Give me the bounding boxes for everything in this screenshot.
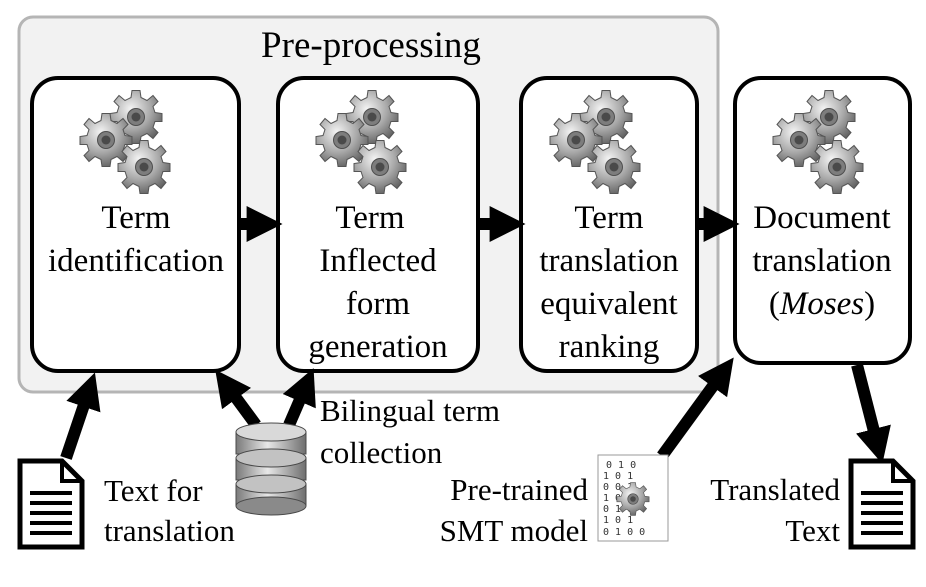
- box-line: identification: [48, 243, 224, 279]
- bilingual-collection-label: collection: [320, 435, 443, 470]
- term-identification-box: Term identification: [30, 76, 241, 373]
- box-line: equivalent: [540, 286, 677, 322]
- box-line: translation: [752, 243, 891, 279]
- box-line: form: [346, 286, 410, 322]
- text-for-translation-label: Text for: [104, 473, 203, 508]
- box-line: ranking: [559, 329, 660, 365]
- text-for-translation-label: translation: [104, 513, 235, 548]
- model-bits: 0 1 0: [603, 504, 633, 515]
- arrow-db-to-identification: [215, 369, 261, 429]
- model-bits: 0 0 1: [603, 482, 633, 493]
- document-icon: [20, 461, 82, 547]
- model-bits: 0 1 0: [606, 460, 636, 471]
- box-line: generation: [308, 329, 447, 365]
- document-icon: [851, 461, 913, 547]
- smt-model-label: Pre-trained: [450, 472, 588, 507]
- box-line: Term: [574, 200, 643, 236]
- model-bits: 1 0 1: [603, 471, 633, 482]
- binary-model-icon: 0 1 0 1 0 1 0 0 1 1 0 0 1 0 1 0 1 0 1 0 …: [597, 454, 669, 542]
- model-bits: 1 0 1: [603, 515, 633, 526]
- preprocessing-title: Pre-processing: [261, 25, 481, 66]
- smt-model-label: SMT model: [440, 513, 588, 548]
- translation-ranking-box: Term translation equivalent ranking: [519, 76, 699, 373]
- box-line: Document: [753, 200, 890, 236]
- box-line: Term: [101, 200, 170, 236]
- box-line: Term: [335, 200, 404, 236]
- model-bits: 0 1 0 0: [603, 527, 645, 538]
- arrow-text-to-identification: [60, 372, 101, 460]
- database-icon: [235, 422, 307, 516]
- box-line: translation: [539, 243, 678, 279]
- translated-text-label: Translated: [710, 472, 840, 507]
- arrow-document-to-output: [851, 363, 891, 464]
- box-line: Inflected: [319, 243, 437, 279]
- inflected-form-box: Term Inflected form generation: [276, 76, 480, 373]
- translated-text-label: Text: [785, 513, 840, 548]
- arrow-db-to-inflection: [282, 368, 316, 428]
- document-translation-box: Document translation (Moses): [733, 76, 912, 365]
- bilingual-collection-label: Bilingual term: [320, 393, 500, 428]
- arrow-smt-to-document: [657, 357, 734, 460]
- box-line: (Moses): [769, 286, 875, 322]
